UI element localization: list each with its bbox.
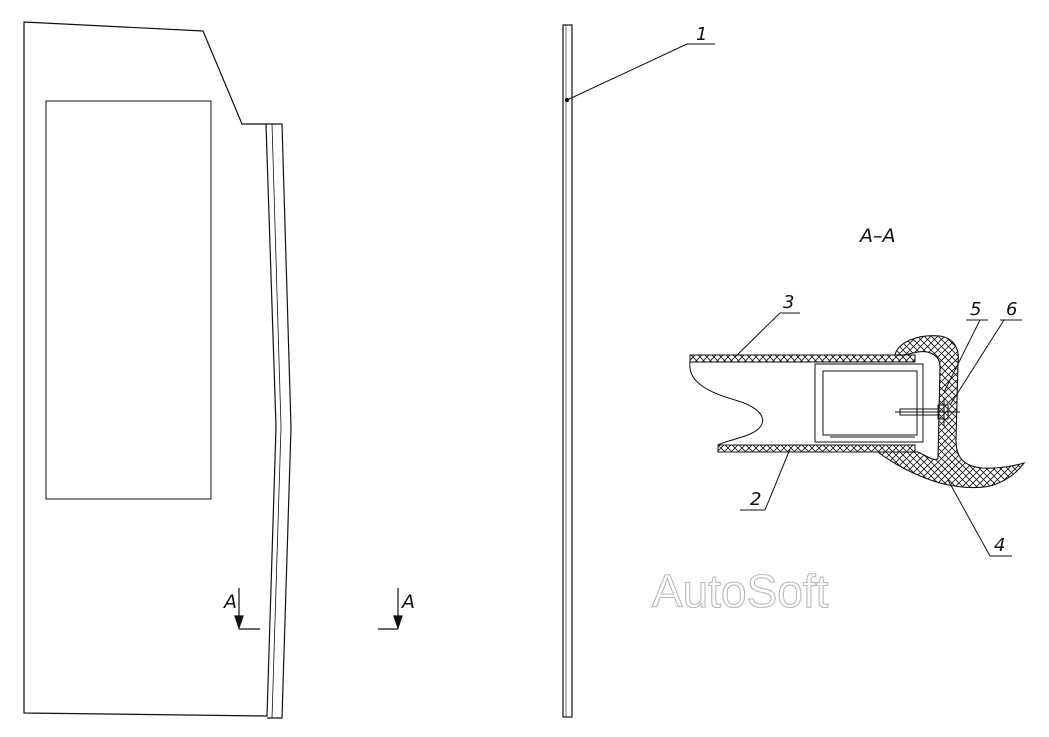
callout-5-label: 5 xyxy=(970,299,981,320)
watermark-text: AutoSoft xyxy=(652,565,829,617)
side-view xyxy=(562,24,573,718)
section-label-right: A xyxy=(400,591,415,613)
callout-2-leader xyxy=(740,448,791,511)
panel-edge-inner xyxy=(271,123,282,719)
callout-6-label: 6 xyxy=(1006,299,1017,320)
callout-5-leader xyxy=(943,319,988,393)
callout-6-leader xyxy=(949,319,1022,406)
callout-2-label: 2 xyxy=(750,489,761,510)
section-mark-left xyxy=(234,588,260,630)
callout-3-leader xyxy=(734,312,800,358)
section-title: A–A xyxy=(858,225,896,247)
side-plate xyxy=(562,24,573,718)
section-mark-right xyxy=(378,588,403,630)
inner-channel xyxy=(814,363,924,443)
front-view xyxy=(23,21,292,719)
callout-3-label: 3 xyxy=(783,292,794,313)
callout-4-label: 4 xyxy=(994,535,1005,556)
callout-1-label: 1 xyxy=(696,24,707,45)
break-line xyxy=(689,361,764,446)
panel-edge-strip xyxy=(266,123,292,719)
bottom-skin xyxy=(717,444,916,453)
fastener xyxy=(895,398,960,426)
window-opening xyxy=(45,100,212,500)
panel-outline xyxy=(23,21,277,717)
callout-4-leader xyxy=(947,479,1012,557)
top-skin xyxy=(689,354,916,363)
cross-section xyxy=(689,335,1026,489)
section-label-left: A xyxy=(222,591,237,613)
callout-1-leader xyxy=(564,43,715,103)
